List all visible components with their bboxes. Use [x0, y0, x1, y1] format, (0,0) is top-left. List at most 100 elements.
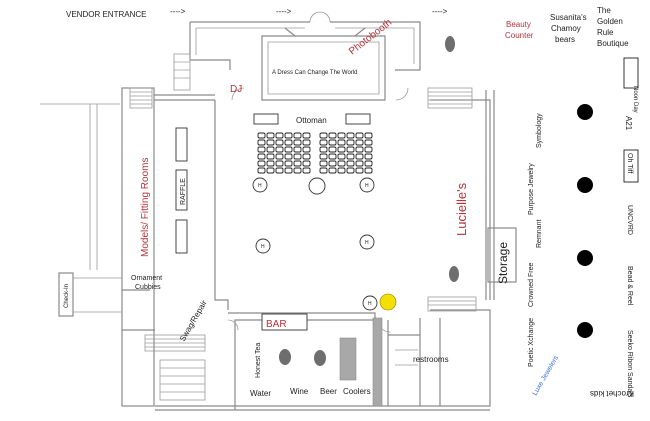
vendor-noon-day: Noon Day	[632, 86, 638, 113]
bar-label: BAR	[266, 319, 287, 330]
chair	[328, 146, 337, 153]
chair	[266, 132, 275, 139]
water-label: Water	[250, 389, 271, 398]
vendor-entrance-label: VENDOR ENTRANCE	[66, 10, 146, 19]
ottoman	[253, 113, 279, 125]
chair	[355, 167, 364, 174]
chair	[302, 153, 311, 160]
swag-repair-label: Swag/Repair	[178, 299, 209, 343]
chair	[284, 146, 293, 153]
chair	[284, 139, 293, 146]
vendor-box-oh-tiff	[623, 149, 639, 183]
chair	[346, 146, 355, 153]
vendor-entrance: VENDOR ENTRANCE ----> ----> ---->	[66, 7, 448, 19]
vendor-booth-dot	[577, 250, 593, 266]
chair	[257, 139, 266, 146]
lucielles-label: Lucielle's	[454, 182, 469, 236]
vendor-bead-reel: Bead & Reel	[626, 266, 633, 306]
beauty-counter-label: Beauty	[506, 20, 531, 29]
vendor-crowned-free: Crowned Free	[528, 263, 535, 307]
chair	[364, 132, 373, 139]
chair	[302, 167, 311, 174]
plant-marker	[449, 266, 459, 282]
chair	[293, 132, 302, 139]
chair	[328, 132, 337, 139]
chair	[302, 132, 311, 139]
chair	[266, 146, 275, 153]
chair	[275, 160, 284, 167]
chair	[319, 160, 328, 167]
chair	[328, 160, 337, 167]
chair	[337, 160, 346, 167]
vendor-booth-dot	[577, 104, 593, 120]
vendor-poetic: Poetic Xchange	[528, 318, 535, 367]
seating-left	[257, 132, 311, 174]
bar-marker	[279, 349, 291, 365]
chair	[319, 167, 328, 174]
golden-rule-label: Golden	[597, 17, 623, 26]
chair	[319, 146, 328, 153]
round-table	[362, 295, 378, 311]
chair	[293, 160, 302, 167]
chair	[293, 139, 302, 146]
round-table	[359, 177, 375, 193]
raffle-label: RAFFLE	[180, 178, 187, 205]
vendor-symbology: Symbology	[536, 113, 543, 148]
coolers-label: Coolers	[343, 387, 371, 396]
chair	[275, 146, 284, 153]
stage-sign: A Dress Can Change The World	[272, 70, 358, 76]
chair	[346, 160, 355, 167]
round-table-label: H	[365, 240, 369, 246]
chair	[266, 167, 275, 174]
chair	[355, 160, 364, 167]
chair	[257, 160, 266, 167]
ornament-label: Ornament	[131, 275, 162, 282]
dj-label: DJ	[230, 84, 242, 95]
golden-rule-label: Boutique	[597, 39, 629, 48]
vendor-oh-tiff: Oh Tiff	[626, 153, 633, 174]
beer-label: Beer	[320, 387, 337, 396]
highlight-marker	[379, 293, 397, 311]
round-table-label: H	[365, 183, 369, 189]
chair	[355, 132, 364, 139]
raffle-table	[175, 169, 188, 211]
chair	[266, 153, 275, 160]
cooler-counter	[339, 337, 357, 381]
chair	[337, 139, 346, 146]
chair	[257, 167, 266, 174]
round-table-label: H	[261, 244, 265, 250]
chair	[337, 146, 346, 153]
chair	[284, 153, 293, 160]
susanita-label: Susanita's	[550, 13, 587, 22]
plant-marker	[445, 36, 455, 52]
vendor-a21: A21	[624, 116, 633, 131]
stairs	[129, 53, 477, 401]
round-table	[359, 234, 375, 250]
models-label: Models/ Fitting Rooms	[140, 158, 151, 257]
susanita-label: bears	[555, 35, 575, 44]
doors	[227, 11, 409, 333]
vendor-seeko: Seeko Ribon Sandals	[626, 330, 633, 398]
chair	[328, 139, 337, 146]
chair	[284, 132, 293, 139]
vendor-remnant: Remnant	[536, 220, 543, 248]
entrance-arrow: ---->	[276, 7, 292, 16]
chair	[355, 139, 364, 146]
golden-rule-label: Rule	[597, 28, 614, 37]
chair	[302, 160, 311, 167]
chair	[319, 132, 328, 139]
chair	[346, 167, 355, 174]
chair	[266, 139, 275, 146]
wine-label: Wine	[290, 387, 309, 396]
chair	[257, 153, 266, 160]
chair	[266, 160, 275, 167]
chair	[275, 139, 284, 146]
ottoman-label: Ottoman	[296, 116, 327, 125]
chair	[257, 132, 266, 139]
vendor-booth-dot	[577, 322, 593, 338]
chair	[337, 132, 346, 139]
side-table	[175, 219, 188, 254]
vendor-box-noon-day	[623, 57, 639, 89]
chair	[275, 167, 284, 174]
